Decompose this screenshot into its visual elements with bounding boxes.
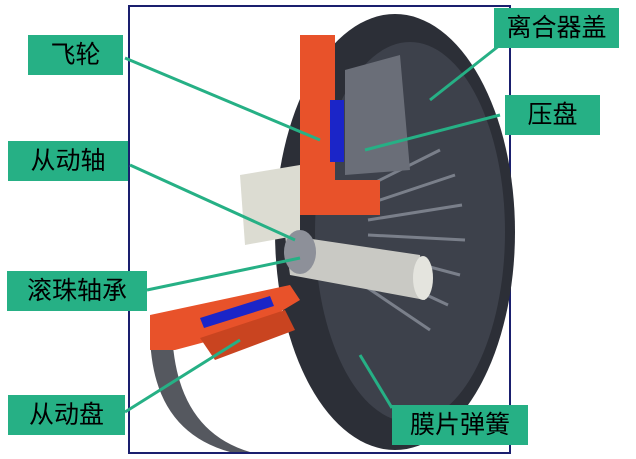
label-clutch-cover: 离合器盖 [494, 8, 619, 48]
friction-lining-lower [200, 296, 274, 328]
shaft-end [413, 256, 433, 300]
label-diaphragm-spring: 膜片弹簧 [392, 405, 528, 445]
friction-lining-upper [330, 100, 344, 162]
flywheel-section-upper [300, 35, 380, 215]
label-driven-disc: 从动盘 [8, 395, 125, 435]
pressure-plate-section [345, 55, 410, 175]
gearbox-housing [240, 165, 300, 245]
driven-shaft [285, 235, 425, 300]
label-ball-bearing: 滚珠轴承 [7, 271, 147, 311]
label-flywheel: 飞轮 [28, 35, 123, 75]
housing-face [315, 42, 505, 422]
label-pressure-plate: 压盘 [505, 95, 600, 135]
leader-lines [124, 43, 501, 414]
disc-hub-section [200, 310, 295, 360]
ball-bearing [284, 230, 316, 274]
label-driven-shaft: 从动轴 [8, 141, 128, 181]
